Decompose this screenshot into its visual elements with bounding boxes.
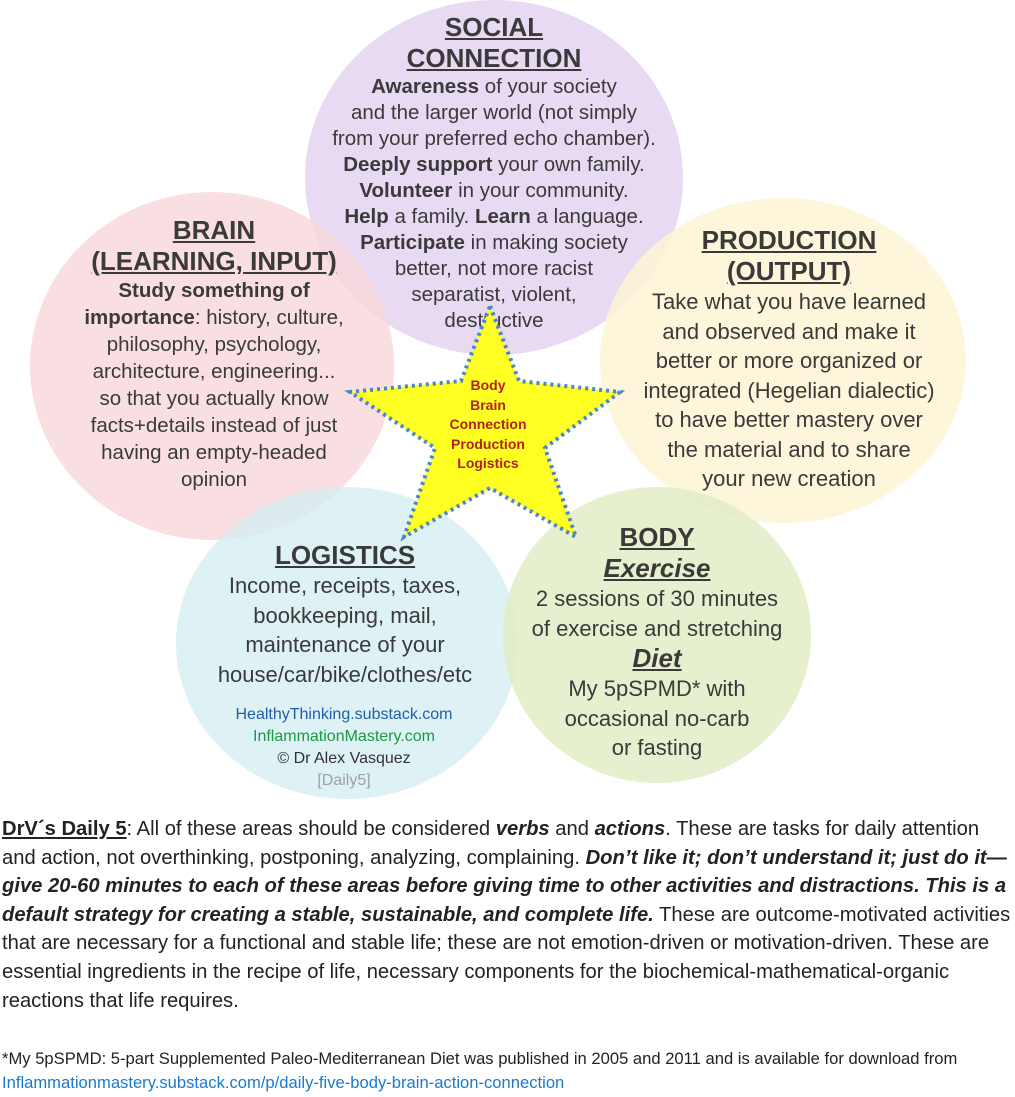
text-line: better or more organized or bbox=[655, 348, 923, 373]
learn-bold: Learn bbox=[474, 205, 531, 228]
text-line: Study something of bbox=[118, 279, 310, 302]
center-label: Production bbox=[451, 435, 525, 452]
center-label: Logistics bbox=[457, 455, 519, 471]
exercise-body: 2 sessions of 30 minutes of exercise and… bbox=[503, 584, 811, 643]
text-line: of your society bbox=[479, 75, 617, 98]
daily5-heading: DrV´s Daily 5 bbox=[2, 818, 127, 840]
text-line: philosophy, psychology, bbox=[106, 333, 322, 356]
text-line: and the larger world (not simply bbox=[351, 101, 637, 124]
text-line: the material and to share bbox=[667, 436, 911, 462]
text-line: from your preferred echo chamber). bbox=[332, 127, 656, 150]
text-line: occasional no-carb bbox=[564, 705, 750, 731]
body-text: BODY Exercise 2 sessions of 30 minutes o… bbox=[503, 522, 811, 763]
text-line: bookkeeping, mail, bbox=[253, 602, 437, 628]
diet-body: My 5pSPMD* with occasional no-carb or fa… bbox=[503, 674, 811, 763]
text-span: These are outcome-motivated activities t… bbox=[2, 903, 1011, 1012]
text-line: separatist, violent, bbox=[411, 283, 577, 306]
production-body: Take what you have learned and observed … bbox=[605, 287, 973, 494]
social-connection-body: Awareness of your society and the larger… bbox=[305, 74, 683, 334]
exercise-label: Exercise bbox=[603, 553, 711, 583]
text-line: so that you actually know bbox=[99, 387, 329, 410]
author-credit: © Dr Alex Vasquez bbox=[277, 750, 411, 767]
production-title: PRODUCTION (OUTPUT) bbox=[605, 225, 973, 287]
text-line: facts+details instead of just bbox=[90, 414, 338, 437]
logistics-body: Income, receipts, taxes, bookkeeping, ma… bbox=[176, 571, 514, 689]
text-line: opinion bbox=[180, 468, 248, 491]
text-line: architecture, engineering... bbox=[92, 360, 336, 383]
production-circle bbox=[600, 198, 966, 523]
title-line: CONNECTION bbox=[406, 43, 582, 73]
logistics-title: LOGISTICS bbox=[274, 540, 416, 570]
awareness-bold: Awareness bbox=[371, 75, 479, 98]
text-line: 2 sessions of 30 minutes bbox=[535, 586, 779, 611]
center-label: Connection bbox=[449, 416, 527, 432]
star-center-labels: Body Brain Connection Production Logisti… bbox=[428, 376, 548, 474]
credits: HealthyThinking.substack.com Inflammatio… bbox=[176, 704, 512, 792]
text-span: and bbox=[549, 818, 595, 840]
footnote: *My 5pSPMD: 5-part Supplemented Paleo-Me… bbox=[2, 1047, 1014, 1095]
body-title: BODY bbox=[619, 522, 695, 552]
text-line: Take what you have learned bbox=[652, 289, 926, 314]
text-line: maintenance of your bbox=[245, 632, 445, 657]
text-span: . These are tasks for daily attention an… bbox=[2, 818, 980, 869]
text-line: in your community. bbox=[452, 179, 629, 202]
text-line: better, not more racist bbox=[394, 257, 594, 280]
site-link[interactable]: InflammationMastery.com bbox=[253, 728, 435, 745]
brain-title: BRAIN (LEARNING, INPUT) bbox=[45, 215, 383, 277]
text-line: your new creation bbox=[702, 466, 876, 491]
importance-bold: importance bbox=[84, 306, 195, 329]
daily-five-diagram: SOCIAL CONNECTION Awareness of your soci… bbox=[30, 0, 973, 799]
participate-bold: Participate bbox=[360, 231, 465, 254]
text-line: or fasting bbox=[611, 735, 703, 760]
brain-text: BRAIN (LEARNING, INPUT) Study something … bbox=[45, 215, 383, 493]
help-bold: Help bbox=[344, 205, 389, 228]
star-shape bbox=[344, 300, 626, 542]
text-line: a family. bbox=[388, 205, 475, 228]
description-paragraph: DrV´s Daily 5: All of these areas should… bbox=[2, 815, 1014, 1015]
diet-label: Diet bbox=[632, 643, 682, 673]
text-line: to have better mastery over bbox=[655, 407, 923, 432]
deeply-support-bold: Deeply support bbox=[343, 153, 493, 176]
brain-circle bbox=[30, 192, 394, 540]
text-line: My 5pSPMD* with bbox=[568, 676, 746, 701]
logistics-text: LOGISTICS Income, receipts, taxes, bookk… bbox=[176, 540, 514, 689]
text-line: in making society bbox=[464, 231, 628, 254]
substack-link[interactable]: HealthyThinking.substack.com bbox=[235, 706, 453, 723]
production-text: PRODUCTION (OUTPUT) Take what you have l… bbox=[605, 225, 973, 494]
social-connection-text: SOCIAL CONNECTION Awareness of your soci… bbox=[305, 12, 683, 334]
download-link[interactable]: Inflammationmastery.substack.com/p/daily… bbox=[2, 1073, 565, 1092]
title-line: BRAIN bbox=[172, 215, 256, 245]
strategy-emphasis: Don’t like it; don’t understand it; just… bbox=[2, 846, 1007, 926]
text-line: house/car/bike/clothes/etc bbox=[217, 661, 473, 687]
text-span: : All of these areas should be considere… bbox=[126, 818, 496, 840]
title-line: SOCIAL bbox=[444, 12, 544, 42]
body-circle bbox=[503, 487, 811, 783]
title-line: (LEARNING, INPUT) bbox=[91, 246, 337, 276]
title-line: PRODUCTION bbox=[701, 225, 877, 255]
text-line: and observed and make it bbox=[662, 318, 916, 344]
verbs-emphasis: verbs bbox=[495, 818, 550, 840]
daily5-tag: [Daily5] bbox=[317, 772, 371, 789]
text-line: having an empty-headed bbox=[101, 441, 327, 464]
volunteer-bold: Volunteer bbox=[359, 179, 453, 202]
text-line: your own family. bbox=[492, 153, 645, 176]
text-line: : history, culture, bbox=[194, 306, 344, 329]
brain-body: Study something of importance: history, … bbox=[45, 277, 383, 493]
footnote-text: *My 5pSPMD: 5-part Supplemented Paleo-Me… bbox=[2, 1049, 958, 1068]
center-label: Brain bbox=[470, 396, 506, 413]
center-label: Body bbox=[470, 377, 506, 393]
logistics-circle bbox=[176, 487, 518, 799]
actions-emphasis: actions bbox=[594, 818, 666, 840]
social-connection-title: SOCIAL CONNECTION bbox=[305, 12, 683, 74]
text-line: Income, receipts, taxes, bbox=[228, 573, 462, 598]
text-line: a language. bbox=[530, 205, 644, 228]
text-line: integrated (Hegelian dialectic) bbox=[643, 377, 935, 403]
title-line: (OUTPUT) bbox=[726, 256, 852, 286]
text-line: of exercise and stretching bbox=[531, 615, 783, 641]
